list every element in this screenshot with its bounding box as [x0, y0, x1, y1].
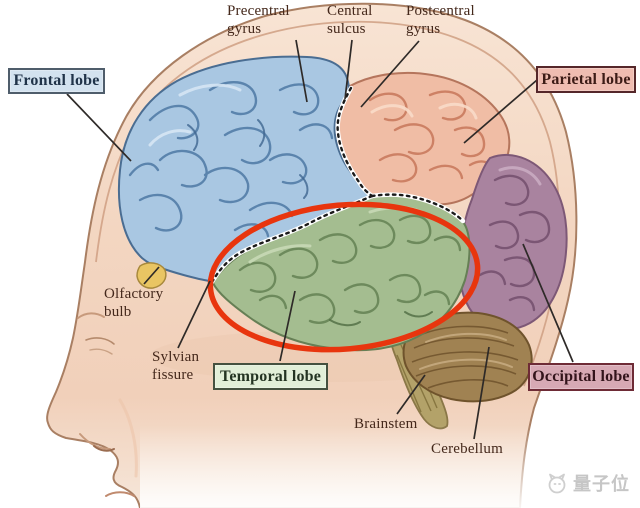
watermark-text: 量子位	[573, 474, 630, 495]
label-sylvian-fissure: Sylvian fissure	[152, 349, 200, 383]
sylvian-leader-line	[177, 280, 211, 349]
temporal-lobe-region	[211, 193, 471, 352]
olfactory-leader-line	[143, 266, 160, 285]
central-sulcus-leader-line	[344, 39, 353, 100]
frontal-leader-line	[66, 93, 132, 162]
watermark: 量子位	[545, 470, 630, 496]
postcentral-leader-line	[360, 40, 420, 108]
label-box-parietal-lobe: Parietal lobe	[536, 66, 636, 93]
parietal-leader-line	[463, 79, 538, 144]
label-olfactory-bulb: Olfactory bulb	[104, 286, 164, 320]
frontal-lobe-region	[117, 55, 373, 283]
label-central-sulcus: Central sulcus	[327, 3, 373, 37]
label-box-temporal-lobe: Temporal lobe	[213, 363, 328, 390]
label-postcentral-gyrus: Postcentral gyrus	[406, 3, 475, 37]
temporal-highlight-ellipse	[207, 201, 481, 353]
label-precentral-gyrus: Precentral gyrus	[227, 3, 290, 37]
precentral-leader-line	[295, 39, 308, 103]
bottom-fade	[140, 425, 640, 508]
central-sulcus-dotted-line	[209, 85, 466, 285]
label-box-frontal-lobe: Frontal lobe	[8, 68, 105, 94]
cerebellum-region	[402, 311, 533, 403]
cerebellum-leader-line	[473, 346, 490, 440]
temporal-leader-line	[279, 290, 296, 362]
face-details	[77, 312, 138, 497]
label-cerebellum: Cerebellum	[431, 441, 503, 457]
label-brainstem: Brainstem	[354, 416, 418, 432]
occipital-leader-line	[522, 243, 574, 363]
leader-lines	[66, 39, 574, 440]
qbitai-logo-icon	[548, 473, 566, 494]
brainstem-leader-line	[396, 374, 426, 415]
label-box-occipital-lobe: Occipital lobe	[528, 363, 634, 391]
